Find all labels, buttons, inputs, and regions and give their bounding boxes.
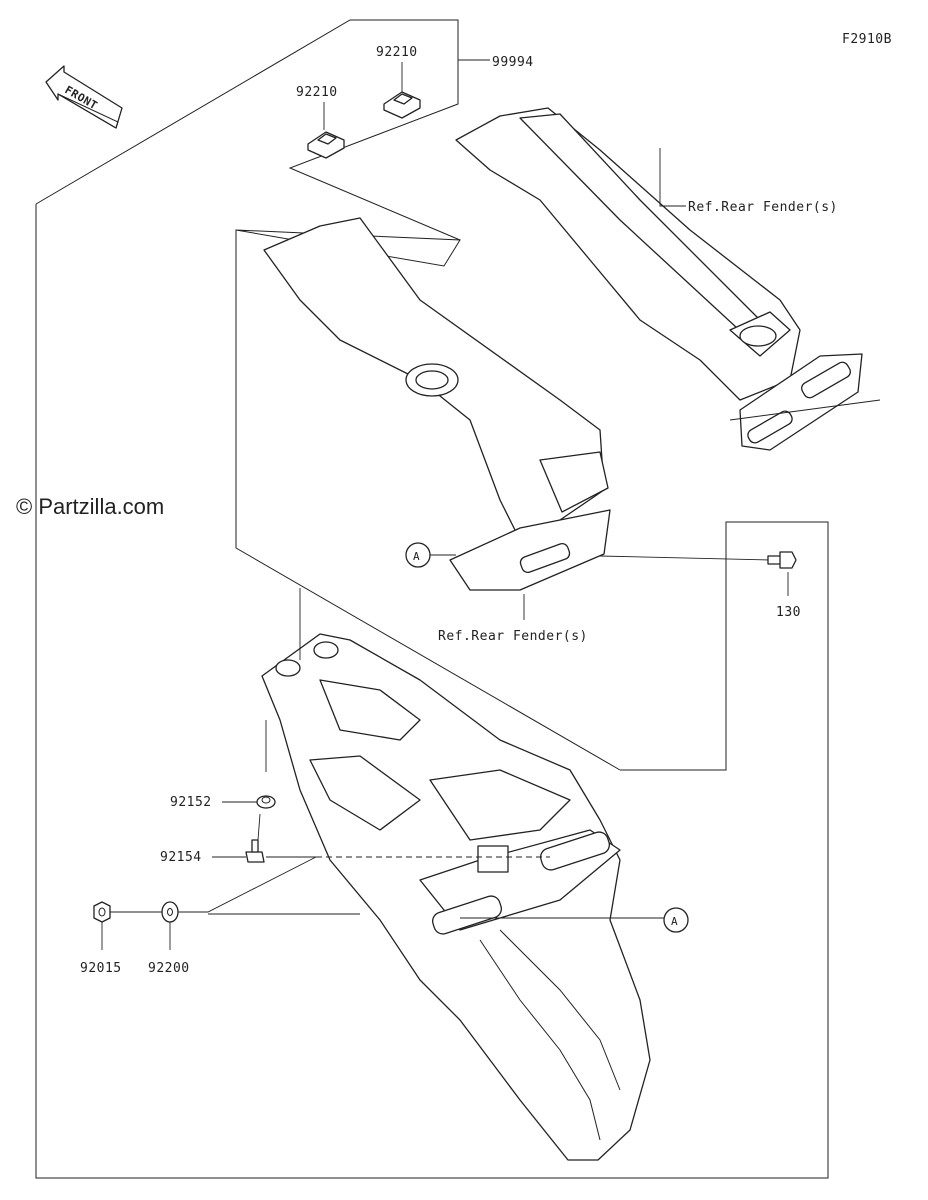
rear-fender-bracket-upper (455, 107, 881, 451)
diagram-code: F2910B (842, 32, 892, 47)
label-99994: 99994 (492, 55, 534, 70)
assembly-frame (35, 19, 490, 205)
label-130: 130 (776, 605, 801, 620)
callout-a-lower-letter: A (671, 915, 678, 928)
label-92015: 92015 (80, 961, 122, 976)
rear-fender (261, 633, 651, 1161)
label-ref-rear-fender-upper: Ref.Rear Fender(s) (688, 200, 838, 215)
label-92152: 92152 (170, 795, 212, 810)
grommet-92152 (256, 795, 276, 809)
label-92200: 92200 (148, 961, 190, 976)
front-arrow-icon: FRONT (45, 65, 123, 129)
washer-92200 (161, 901, 179, 923)
rear-fender-bracket-lower (263, 217, 611, 591)
bolt-130 (767, 551, 797, 569)
screw-92154 (245, 839, 265, 863)
callout-a-upper-letter: A (413, 550, 420, 563)
callout-a-lower (663, 907, 689, 933)
nut-92015 (93, 901, 111, 923)
label-92154: 92154 (160, 850, 202, 865)
label-92210-right: 92210 (376, 45, 418, 60)
clip-nut-92210-left (307, 131, 345, 159)
watermark: © Partzilla.com (16, 494, 165, 519)
clip-nut-92210-right (383, 91, 421, 119)
label-ref-rear-fender-lower: Ref.Rear Fender(s) (438, 629, 588, 644)
label-92210-left: 92210 (296, 85, 338, 100)
